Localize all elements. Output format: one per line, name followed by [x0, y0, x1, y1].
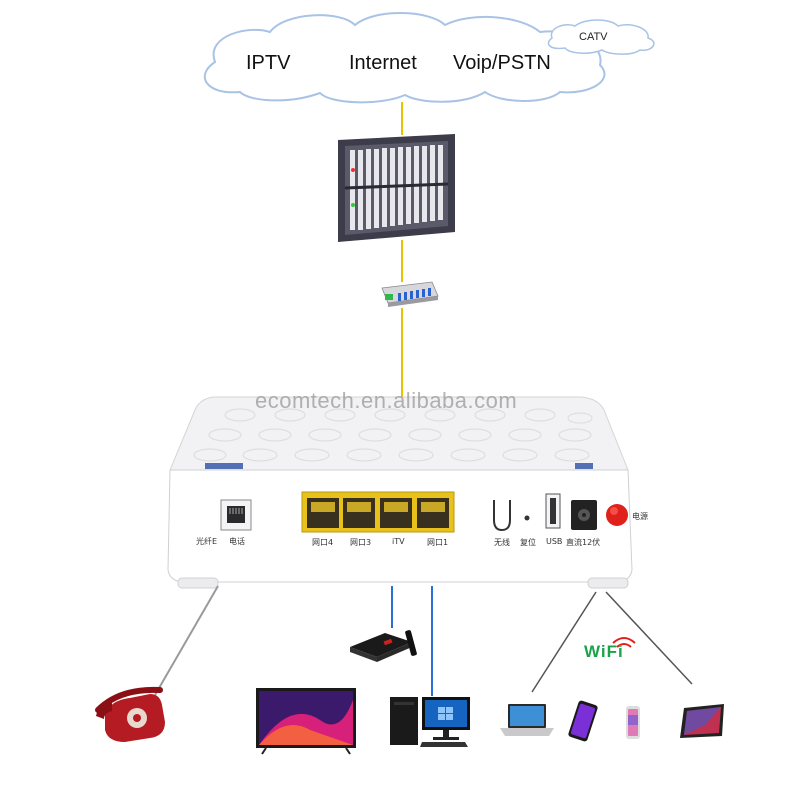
splitter-box: [381, 281, 439, 307]
cloud-label-iptv: IPTV: [246, 52, 291, 74]
wifi-beam-left: [531, 591, 597, 693]
cloud-label-internet: Internet: [349, 52, 417, 74]
port-label-lan1: 网口1: [427, 538, 449, 547]
watermark: ecomtech.en.alibaba.com: [255, 388, 518, 413]
port-label-power: 电源: [632, 512, 648, 521]
port-label-reset: 复位: [520, 538, 536, 547]
phone-line: [154, 585, 219, 696]
cloud-label-catv: CATV: [579, 31, 608, 43]
port-label-lan3: 网口3: [350, 538, 372, 547]
phone-port: [220, 499, 252, 531]
wifi-beam-right: [605, 591, 693, 685]
port-label-fiber: 光纤E: [196, 537, 218, 546]
wifi-label: WiFi: [584, 642, 624, 661]
olt-chassis: [338, 134, 455, 242]
port-label-lan4: 网口4: [312, 538, 334, 547]
port-label-dc: 直流12伏: [566, 538, 601, 547]
laptop-icon: [500, 704, 554, 736]
telephone-icon: [95, 686, 165, 742]
wifi-icon: [612, 637, 636, 648]
ethernet-port-block: [301, 491, 455, 533]
port-label-phone: 电话: [229, 537, 245, 546]
smartphone-icon: [568, 700, 598, 742]
reset-pinhole: [524, 515, 530, 521]
set-top-box-icon: [350, 630, 417, 662]
smartphone-icon-2: [626, 706, 640, 739]
port-label-usb: USB: [546, 537, 563, 546]
cloud-label-voip: Voip/PSTN: [453, 52, 551, 74]
cloud-shape: [203, 12, 655, 104]
wifi-button: [493, 500, 511, 532]
port-label-itv: iTV: [392, 537, 405, 546]
power-button: [606, 504, 628, 526]
tablet-icon: [680, 704, 724, 738]
port-label-wireless: 无线: [494, 538, 510, 547]
usb-port: [545, 493, 561, 529]
dc-power-jack: [571, 500, 597, 530]
desktop-pc-icon: [390, 697, 470, 747]
tv-icon: [256, 688, 356, 755]
